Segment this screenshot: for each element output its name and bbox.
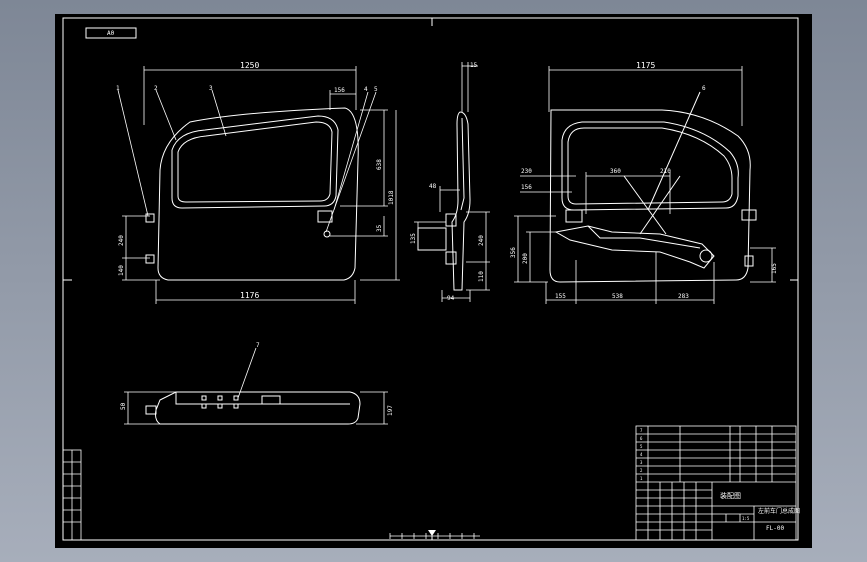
- title-block-drawing-name: 左前车门总成图: [758, 507, 800, 515]
- title-block-title: 装配图: [720, 491, 741, 500]
- dim-rear-155: 155: [555, 293, 566, 300]
- top-hole-4: [201, 403, 207, 409]
- dim-rear-356: 356: [510, 247, 517, 258]
- lock-front: [323, 230, 331, 238]
- rear-view-dimensions: [514, 66, 776, 304]
- dim-front-140: 140: [118, 265, 125, 276]
- dim-rear-360: 360: [610, 168, 621, 175]
- hinge-lower-front: [145, 254, 155, 264]
- front-view: [145, 107, 359, 281]
- title-item-6: 6: [640, 436, 643, 441]
- dim-top-50: 50: [120, 402, 127, 410]
- top-handle: [261, 395, 281, 405]
- window-frame-inner-rear: [567, 127, 733, 205]
- stamp-label: A0: [107, 30, 115, 37]
- front-view-dimensions: [117, 66, 400, 304]
- dim-rear-230: 230: [521, 168, 532, 175]
- dim-front-35: 35: [376, 224, 383, 232]
- dim-rear-210: 210: [660, 168, 671, 175]
- top-view: [145, 391, 361, 425]
- dim-front-156: 156: [334, 87, 345, 94]
- margin-table: [62, 449, 82, 541]
- dim-front-638: 638: [376, 159, 383, 170]
- side-profile-outer: [451, 111, 471, 291]
- dim-rear-538: 538: [612, 293, 623, 300]
- window-frame-inner-front: [177, 121, 333, 203]
- dim-side-15: 15: [470, 62, 478, 69]
- balloon-4: 4: [364, 86, 368, 93]
- top-view-dimensions: [124, 347, 388, 425]
- balloon-3: 3: [209, 85, 213, 92]
- door-outline-rear: [549, 109, 751, 283]
- dim-rear-283: 283: [678, 293, 689, 300]
- window-regulator: [554, 225, 715, 269]
- door-handle-front: [317, 210, 333, 223]
- balloon-6: 6: [702, 85, 706, 92]
- rear-view: [549, 91, 757, 283]
- dim-rear-200: 200: [522, 253, 529, 264]
- top-tab: [145, 405, 157, 415]
- title-block-scale: 1:5: [742, 516, 750, 521]
- balloon-7: 7: [256, 342, 260, 349]
- balloon-2: 2: [154, 85, 158, 92]
- rear-bracket-left: [565, 209, 583, 223]
- orientation-arrow-icon: [428, 530, 436, 536]
- title-item-2: 2: [640, 468, 643, 473]
- rear-latch: [744, 255, 754, 267]
- regulator-motor: [699, 249, 713, 263]
- side-latch: [445, 251, 457, 265]
- dim-side-110: 110: [478, 271, 485, 282]
- door-outline-front: [157, 107, 359, 281]
- regulator-rail: [587, 225, 701, 249]
- dim-rear-156: 156: [521, 184, 532, 191]
- dim-front-240: 240: [118, 235, 125, 246]
- dim-side-135: 135: [410, 233, 417, 244]
- top-profile: [155, 391, 361, 425]
- title-item-3: 3: [640, 460, 643, 465]
- top-hole-1: [201, 395, 207, 401]
- hinge-upper-front: [145, 213, 155, 223]
- title-block: [635, 425, 797, 541]
- dim-side-48: 48: [429, 183, 437, 190]
- dim-side-240: 240: [478, 235, 485, 246]
- balloon-5: 5: [374, 86, 378, 93]
- paper-background: [55, 14, 812, 548]
- top-hole-6: [233, 403, 239, 409]
- top-hole-5: [217, 403, 223, 409]
- dim-rear-overall-width: 1175: [636, 61, 655, 70]
- regulator-cross: [623, 175, 681, 235]
- title-item-5: 5: [640, 444, 643, 449]
- dim-rear-165: 165: [771, 263, 778, 274]
- dim-side-94: 94: [447, 295, 455, 302]
- top-profile-inner: [175, 392, 350, 405]
- window-frame-outer-front: [171, 115, 339, 209]
- title-block-drawing-no: FL-00: [766, 525, 784, 532]
- title-item-7: 7: [640, 428, 643, 433]
- dim-front-overall-width: 1250: [240, 61, 259, 70]
- bottom-ruler: [389, 533, 480, 539]
- sheet-border: [62, 17, 799, 541]
- title-item-4: 4: [640, 452, 643, 457]
- title-item-1: 1: [640, 476, 643, 481]
- balloon-1: 1: [116, 85, 120, 92]
- dim-top-197: 197: [387, 405, 394, 416]
- dim-front-bottom-width: 1176: [240, 291, 259, 300]
- side-view-dimensions: [414, 62, 490, 302]
- side-profile-inner: [460, 117, 465, 211]
- rear-bracket-right: [741, 209, 757, 221]
- stamp-box: [85, 27, 137, 39]
- regulator-arm: [647, 91, 701, 211]
- top-hole-2: [217, 395, 223, 401]
- dim-front-1018: 1018: [388, 190, 395, 205]
